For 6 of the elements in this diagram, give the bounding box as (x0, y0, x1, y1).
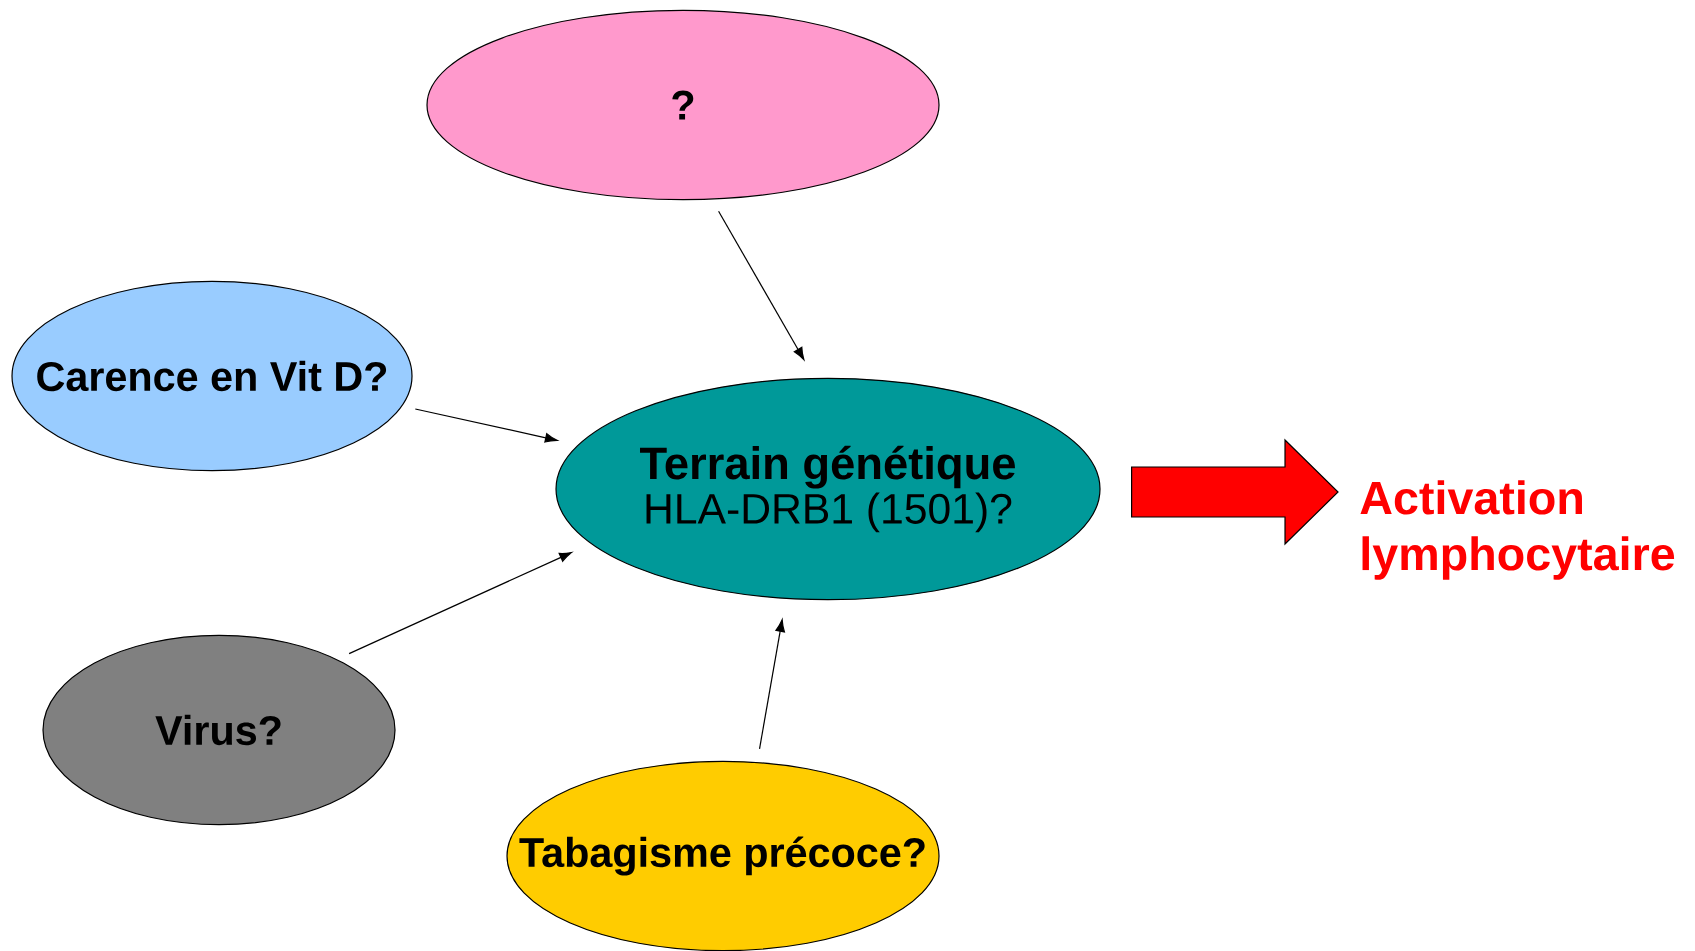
arrow (348, 551, 573, 655)
arrow (718, 210, 805, 361)
arrow (414, 408, 558, 443)
outcome-text: Activation lymphocytaire (1360, 480, 1675, 580)
block-arrow (1131, 438, 1339, 546)
arrow (758, 619, 785, 750)
